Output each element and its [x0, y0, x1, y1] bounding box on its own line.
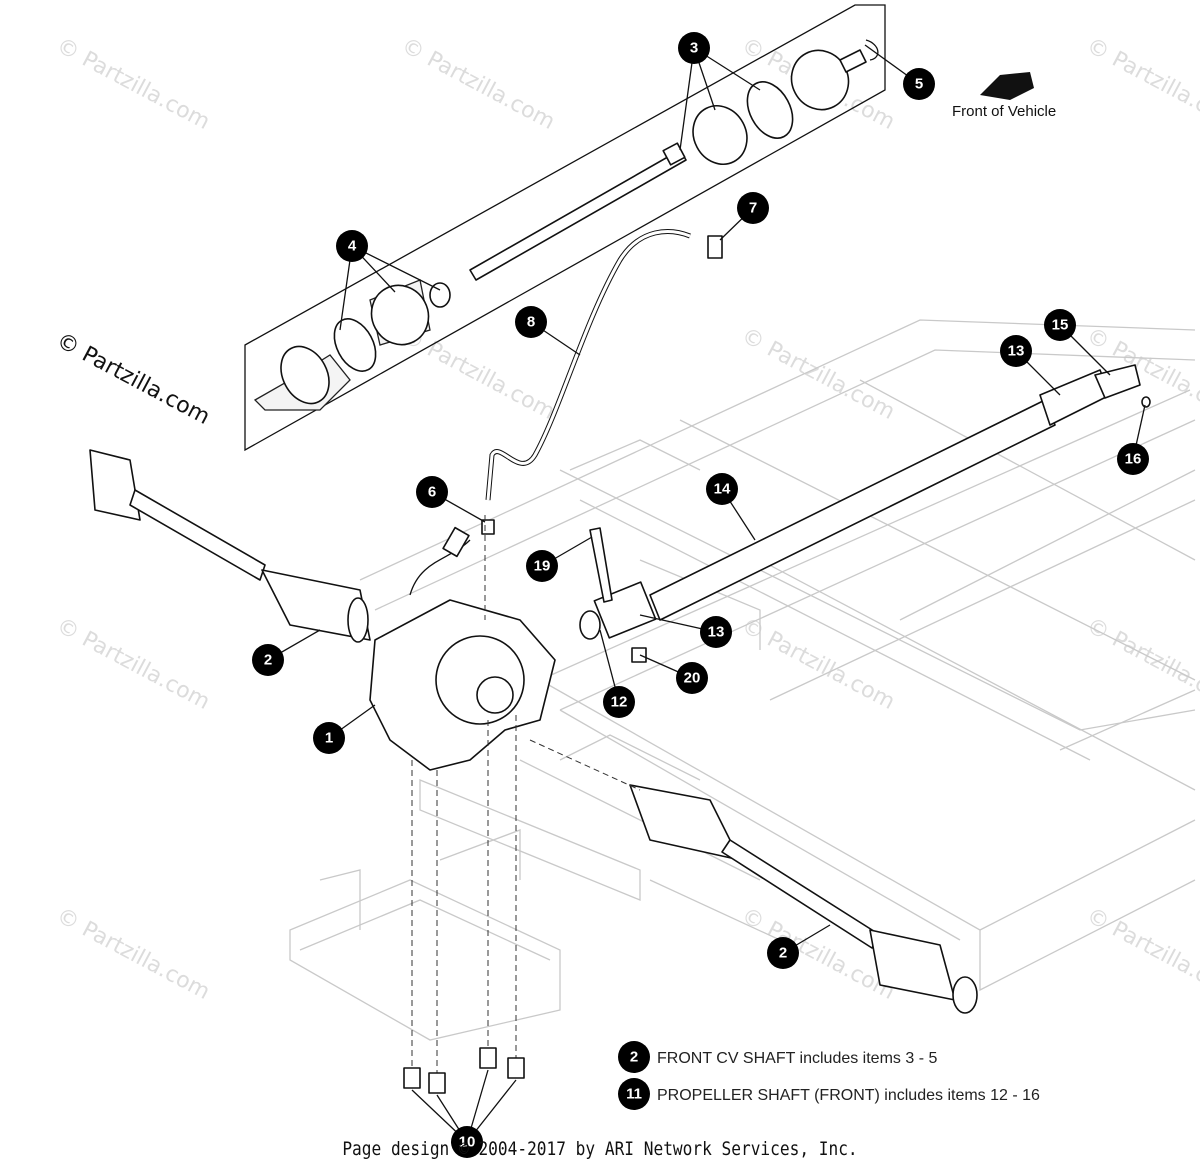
callout-12: 12 — [603, 686, 635, 718]
callout-5: 5 — [903, 68, 935, 100]
bolt — [589, 527, 613, 603]
propeller-shaft — [579, 364, 1151, 663]
svg-text:20: 20 — [684, 670, 701, 687]
note-front-cv-shaft: 2 FRONT CV SHAFT includes items 3 - 5 — [618, 1041, 937, 1073]
vent-hose — [485, 229, 691, 501]
callout-14: 14 — [706, 473, 738, 505]
svg-text:6: 6 — [428, 484, 436, 501]
callout-20: 20 — [676, 662, 708, 694]
callout-13: 13 — [1000, 335, 1032, 367]
svg-text:11: 11 — [626, 1086, 642, 1103]
callout-10: 10 — [451, 1126, 483, 1158]
svg-text:19: 19 — [534, 558, 551, 575]
svg-text:1: 1 — [325, 730, 333, 747]
watermarks: © Partzilla.com © Partzilla.com © Partzi… — [52, 33, 1200, 1005]
callout-7: 7 — [737, 192, 769, 224]
callout-15: 15 — [1044, 309, 1076, 341]
watermark: © Partzilla.com — [397, 323, 559, 425]
front-of-vehicle-label: Front of Vehicle — [952, 103, 1056, 120]
right-cv-shaft — [629, 784, 978, 1014]
watermark: © Partzilla.com — [52, 33, 214, 135]
svg-text:4: 4 — [348, 238, 357, 255]
svg-text:2: 2 — [779, 945, 787, 962]
cv-shaft-detail-frame — [244, 4, 886, 452]
svg-text:13: 13 — [1008, 343, 1025, 360]
watermark: © Partzilla.com — [1082, 33, 1200, 135]
watermark: © Partzilla.com — [1082, 903, 1200, 1005]
callout-4: 4 — [336, 230, 368, 262]
svg-text:5: 5 — [915, 76, 923, 93]
left-cv-shaft — [89, 449, 371, 643]
watermark: © Partzilla.com — [737, 323, 899, 425]
callout-8: 8 — [515, 306, 547, 338]
callout-6: 6 — [416, 476, 448, 508]
front-of-vehicle-indicator: Front of Vehicle — [952, 72, 1056, 120]
callout-2: 2 — [767, 937, 799, 969]
svg-text:8: 8 — [527, 314, 535, 331]
arrow-icon — [980, 72, 1034, 100]
svg-text:10: 10 — [459, 1134, 476, 1151]
svg-text:16: 16 — [1125, 451, 1142, 468]
svg-text:3: 3 — [690, 40, 698, 57]
svg-text:PROPELLER SHAFT (FRONT) includ: PROPELLER SHAFT (FRONT) includes items 1… — [657, 1087, 1040, 1104]
callout-1: 1 — [313, 722, 345, 754]
callout-19: 19 — [526, 550, 558, 582]
vehicle-frame — [289, 319, 1196, 1041]
watermark: © Partzilla.com — [737, 613, 899, 715]
front-gearcase — [369, 526, 556, 771]
watermark: © Partzilla.com — [52, 613, 214, 715]
callout-2: 2 — [252, 644, 284, 676]
mounting-bolts — [403, 515, 641, 1094]
assembly-notes: 2 FRONT CV SHAFT includes items 3 - 5 11… — [618, 1041, 1040, 1110]
svg-text:2: 2 — [630, 1049, 638, 1066]
watermark: © Partzilla.com — [1082, 613, 1200, 715]
svg-text:2: 2 — [264, 652, 272, 669]
svg-text:14: 14 — [714, 481, 731, 498]
note-propeller-shaft: 11 PROPELLER SHAFT (FRONT) includes item… — [618, 1078, 1040, 1110]
front-cv-shaft-exploded — [253, 39, 879, 411]
callout-3: 3 — [678, 32, 710, 64]
svg-text:12: 12 — [611, 694, 628, 711]
watermark: © Partzilla.com — [52, 903, 214, 1005]
partzilla-watermark: © Partzilla.com — [52, 328, 214, 430]
hose-clip — [481, 519, 495, 535]
callouts: 1 2 2 3 4 5 6 7 8 10 12 13 13 14 15 16 1… — [252, 32, 1149, 1158]
callout-13: 13 — [700, 616, 732, 648]
svg-text:7: 7 — [749, 200, 757, 217]
svg-text:FRONT CV SHAFT includes items: FRONT CV SHAFT includes items 3 - 5 — [657, 1050, 937, 1067]
callout-16: 16 — [1117, 443, 1149, 475]
page-footer: Page design © 2004-2017 by ARI Network S… — [342, 1138, 858, 1160]
vent-hose — [486, 230, 691, 501]
svg-text:13: 13 — [708, 624, 725, 641]
hose-fitting — [707, 235, 723, 259]
svg-text:15: 15 — [1052, 317, 1069, 334]
watermark: © Partzilla.com — [397, 33, 559, 135]
